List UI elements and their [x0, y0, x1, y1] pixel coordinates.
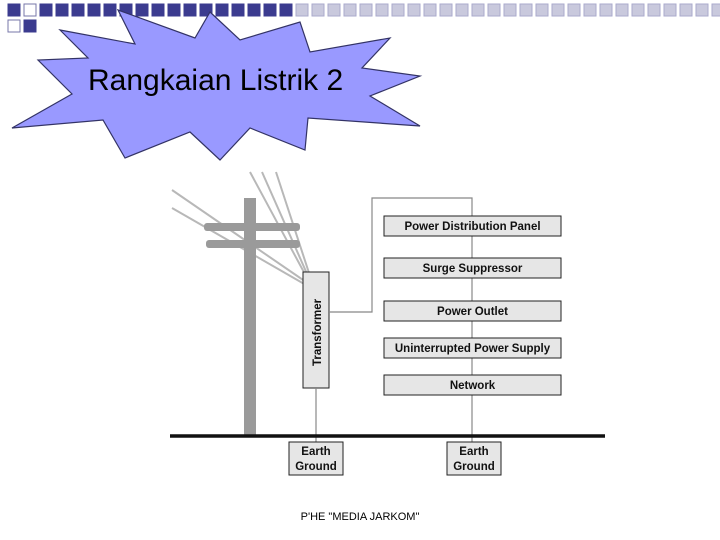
decor-square — [631, 3, 645, 17]
decor-square — [391, 3, 405, 17]
earth-ground-right: Earth Ground — [446, 441, 502, 476]
decor-square — [519, 3, 533, 17]
decor-square — [167, 3, 181, 17]
decor-square — [503, 3, 517, 17]
decor-square — [439, 3, 453, 17]
box-network: Network — [383, 374, 562, 396]
decor-square — [183, 3, 197, 17]
decor-square — [551, 3, 565, 17]
decor-square — [423, 3, 437, 17]
pole-crossarm-top — [204, 223, 300, 231]
connection-lines — [315, 197, 473, 442]
earth-label-line1: Earth — [459, 446, 488, 458]
decor-square — [487, 3, 501, 17]
decor-square — [151, 3, 165, 17]
decor-square — [87, 3, 101, 17]
decor-square — [279, 3, 293, 17]
earth-label-line2: Ground — [295, 461, 337, 473]
decor-square — [71, 3, 85, 17]
decor-square — [215, 3, 229, 17]
top-square-pattern — [7, 3, 720, 33]
decor-square — [663, 3, 677, 17]
transformer-box — [302, 271, 330, 389]
decor-square — [247, 3, 261, 17]
decor-square — [263, 3, 277, 17]
decor-square — [679, 3, 693, 17]
decor-square — [711, 3, 720, 17]
earth-label-line1: Earth — [301, 446, 330, 458]
box-label: Power Outlet — [437, 306, 508, 318]
decor-square — [103, 3, 117, 17]
box-power-outlet: Power Outlet — [383, 300, 562, 322]
decor-square — [615, 3, 629, 17]
decor-square — [695, 3, 709, 17]
decor-square — [375, 3, 389, 17]
decor-square — [455, 3, 469, 17]
decor-square — [567, 3, 581, 17]
box-label: Surge Suppressor — [423, 263, 523, 275]
decor-square — [647, 3, 661, 17]
decor-square — [471, 3, 485, 17]
earth-ground-left: Earth Ground — [288, 441, 344, 476]
decor-square — [295, 3, 309, 17]
utility-pole — [244, 198, 256, 436]
decor-square — [135, 3, 149, 17]
decor-square — [327, 3, 341, 17]
box-label: Network — [450, 380, 496, 392]
transformer-label: Transformer — [312, 298, 324, 366]
decor-square — [599, 3, 613, 17]
earth-label-line2: Ground — [453, 461, 495, 473]
box-power-distribution-panel: Power Distribution Panel — [383, 215, 562, 237]
starburst-shape — [11, 8, 423, 161]
decor-square — [343, 3, 357, 17]
box-label: Power Distribution Panel — [404, 221, 540, 233]
title-starburst — [11, 8, 423, 161]
box-surge-suppressor: Surge Suppressor — [383, 257, 562, 279]
decor-square — [231, 3, 245, 17]
decor-square — [359, 3, 373, 17]
slide-title: Rangkaian Listrik 2 — [88, 64, 344, 97]
box-label: Uninterrupted Power Supply — [395, 343, 551, 355]
decor-square — [55, 3, 69, 17]
slide-footer: P'HE "MEDIA JARKOM" — [300, 511, 420, 523]
box-ups: Uninterrupted Power Supply — [383, 337, 562, 359]
pole-crossarm-bottom — [206, 240, 300, 248]
decor-square — [311, 3, 325, 17]
decor-square — [583, 3, 597, 17]
decor-square — [407, 3, 421, 17]
decor-square — [535, 3, 549, 17]
